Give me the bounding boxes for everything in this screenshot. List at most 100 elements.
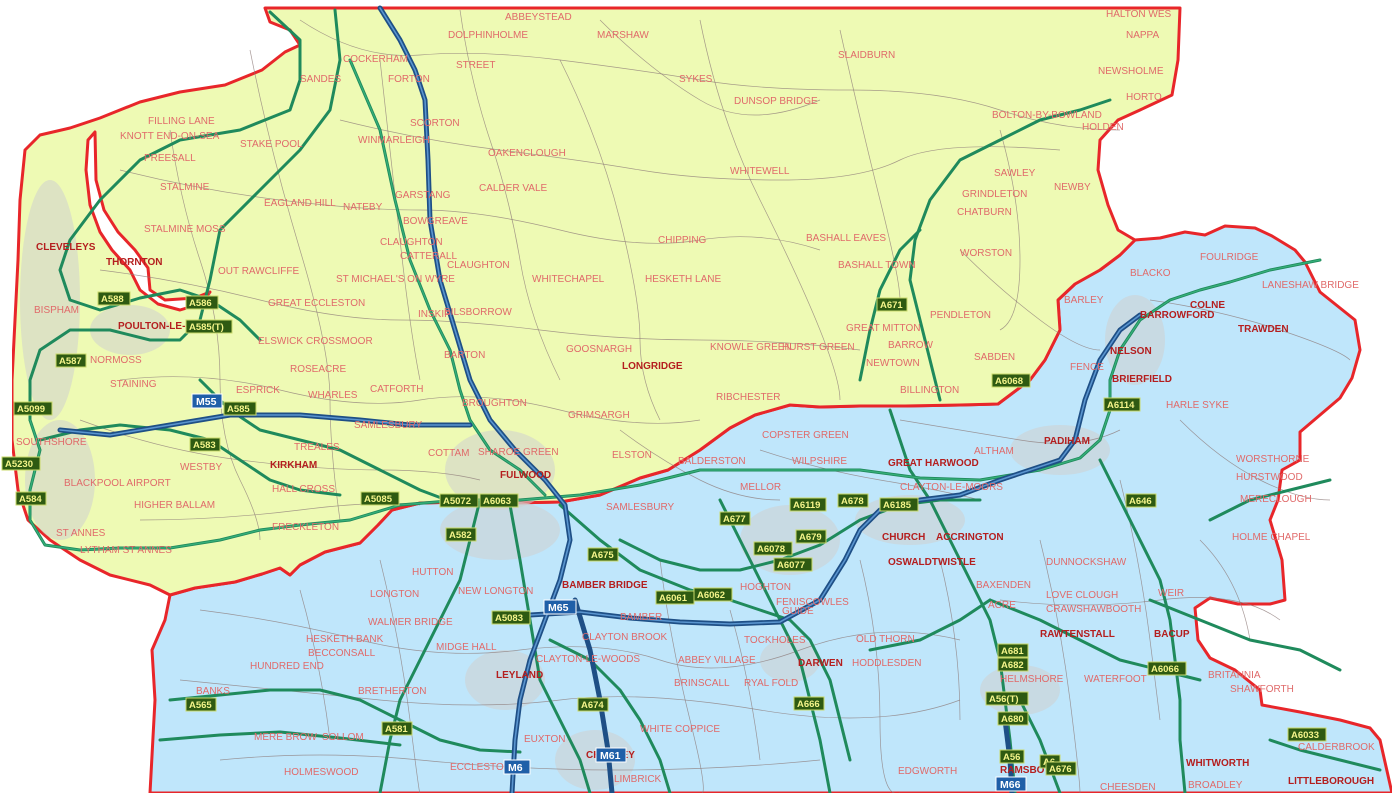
- place-whitworth: WHITWORTH: [1186, 758, 1249, 769]
- place-higher-ballam: HIGHER BALLAM: [134, 500, 215, 511]
- road-shield: M65: [543, 599, 577, 615]
- road-shield: A565: [185, 697, 217, 712]
- road-shield: A680: [997, 711, 1029, 726]
- place-labels: ABBEYSTEAD HALTON WES DOLPHINHOLME MARSH…: [16, 9, 1375, 793]
- place-bacup: BACUP: [1154, 629, 1190, 640]
- place-hesketh-lane: HESKETH LANE: [645, 274, 721, 285]
- road-shield: A678: [837, 493, 869, 508]
- place-cleveleys: CLEVELEYS: [36, 242, 96, 253]
- road-shield: A6078: [753, 541, 793, 556]
- place-longridge: LONGRIDGE: [622, 361, 683, 372]
- place-bispham: BISPHAM: [34, 305, 79, 316]
- place-elston: ELSTON: [612, 450, 652, 461]
- place-crawshawbooth: CRAWSHAWBOOTH: [1046, 604, 1141, 615]
- place-acre: ACRE: [988, 600, 1016, 611]
- place-oakenclough: OAKENCLOUGH: [488, 148, 566, 159]
- place-eccleston: ECCLESTON: [450, 762, 511, 773]
- place-sandes: SANDES: [300, 74, 341, 85]
- shield-label: A6068: [995, 376, 1023, 387]
- road-shield: A5085: [360, 491, 400, 506]
- place-stake-pool: STAKE POOL: [240, 139, 303, 150]
- place-scorton: SCORTON: [410, 118, 460, 129]
- place-hesketh-bank: HESKETH BANK: [306, 634, 384, 645]
- road-shield: A588: [97, 291, 131, 306]
- shield-label: A682: [1001, 660, 1024, 671]
- place-filling-lane: FILLING LANE: [148, 116, 215, 127]
- place-hoghton: HOGHTON: [740, 582, 791, 593]
- road-shield: M55: [191, 393, 223, 409]
- place-leyland: LEYLAND: [496, 670, 543, 681]
- place-freckleton: FRECKLETON: [272, 522, 339, 533]
- shield-label: A585(T): [189, 322, 224, 333]
- place-nappa: NAPPA: [1126, 30, 1159, 41]
- place-samlesbury: SAMLESBURY: [606, 502, 675, 513]
- shield-label: A6063: [483, 496, 511, 507]
- place-eagland-hill: EAGLAND HILL: [264, 198, 336, 209]
- road-shield: M6: [503, 759, 531, 775]
- place-bamber: BAMBER: [620, 612, 662, 623]
- road-shield: A585: [223, 401, 257, 416]
- place-slaidburn: SLAIDBURN: [838, 50, 895, 61]
- place-bilsborrow: BILSBORROW: [444, 307, 512, 318]
- place-altham: ALTHAM: [974, 446, 1014, 457]
- place-clayton-brook: CLAYTON BROOK: [582, 632, 668, 643]
- place-accrington: ACCRINGTON: [936, 532, 1004, 543]
- shield-label: A5072: [443, 496, 471, 507]
- place-hurstwood: HURSTWOOD: [1236, 472, 1303, 483]
- place-euxton: EUXTON: [524, 734, 566, 745]
- place-roseacre: ROSEACRE: [290, 364, 346, 375]
- place-garstang: GARSTANG: [395, 190, 451, 201]
- road-shield: A586: [185, 295, 219, 310]
- place-bowgreave: BOWGREAVE: [403, 216, 468, 227]
- place-balderston: BALDERSTON: [678, 456, 746, 467]
- road-shield: M61: [595, 747, 627, 763]
- place-copster-green: COPSTER GREEN: [762, 430, 849, 441]
- place-padiham: PADIHAM: [1044, 436, 1090, 447]
- place-ribchester: RIBCHESTER: [716, 392, 780, 403]
- place-lytham: LYTHAM ST ANNES: [80, 545, 172, 556]
- place-calder-vale: CALDER VALE: [479, 183, 548, 194]
- place-stalmine: STALMINE: [160, 182, 210, 193]
- place-great-harwood: GREAT HARWOOD: [888, 458, 979, 469]
- place-walmer-bridge: WALMER BRIDGE: [368, 617, 453, 628]
- place-st-michaels: ST MICHAEL'S ON WYRE: [336, 274, 455, 285]
- shield-label: A681: [1001, 646, 1024, 657]
- shield-label: A6061: [659, 593, 688, 604]
- road-shield: A6114: [1103, 397, 1141, 412]
- place-baxenden: BAXENDEN: [976, 580, 1031, 591]
- shield-label: A680: [1001, 714, 1024, 725]
- place-knott-end: KNOTT END-ON-SEA: [120, 131, 220, 142]
- place-laneshaw-bridge: LANESHAW BRIDGE: [1262, 280, 1359, 291]
- place-littleborough: LITTLEBOROUGH: [1288, 776, 1374, 787]
- shield-label: A6185: [883, 500, 912, 511]
- place-becconsall: BECCONSALL: [308, 648, 376, 659]
- road-shield: A676: [1045, 761, 1077, 776]
- road-shield: M66: [995, 776, 1027, 792]
- place-rawtenstall: RAWTENSTALL: [1040, 629, 1115, 640]
- place-poulton: POULTON-LE-FYLDE: [118, 321, 219, 332]
- road-shield: A6063: [479, 493, 519, 508]
- place-newtown: NEWTOWN: [866, 358, 920, 369]
- road-shield: A585(T): [185, 319, 233, 334]
- road-shield: A679: [795, 529, 827, 544]
- place-nelson: NELSON: [1110, 346, 1152, 357]
- place-wilpshire: WILPSHIRE: [792, 456, 847, 467]
- place-cockerham: COCKERHAM: [343, 54, 408, 65]
- shield-label: A646: [1129, 496, 1152, 507]
- place-goosnargh: GOOSNARGH: [566, 344, 632, 355]
- road-shield: A646: [1125, 493, 1157, 508]
- road-shields: A588 A586 A585(T) A671 A587 A6068 A5099 …: [1, 291, 1327, 792]
- place-samlesbury-bottoms: SAMLESBURY: [354, 420, 423, 431]
- road-shield: A5230: [1, 456, 41, 471]
- road-shield: A6077: [773, 557, 813, 572]
- shield-label: A5099: [17, 404, 45, 415]
- shield-label: A585: [227, 404, 250, 415]
- road-shield: A681: [997, 643, 1029, 658]
- place-white-coppice: WHITE COPPICE: [640, 724, 720, 735]
- place-church: CHURCH: [882, 532, 925, 543]
- shield-label: A56(T): [989, 694, 1019, 705]
- shield-label: A586: [189, 298, 212, 309]
- road-shield: A6066: [1147, 661, 1187, 676]
- place-worsthorne: WORSTHORNE: [1236, 454, 1310, 465]
